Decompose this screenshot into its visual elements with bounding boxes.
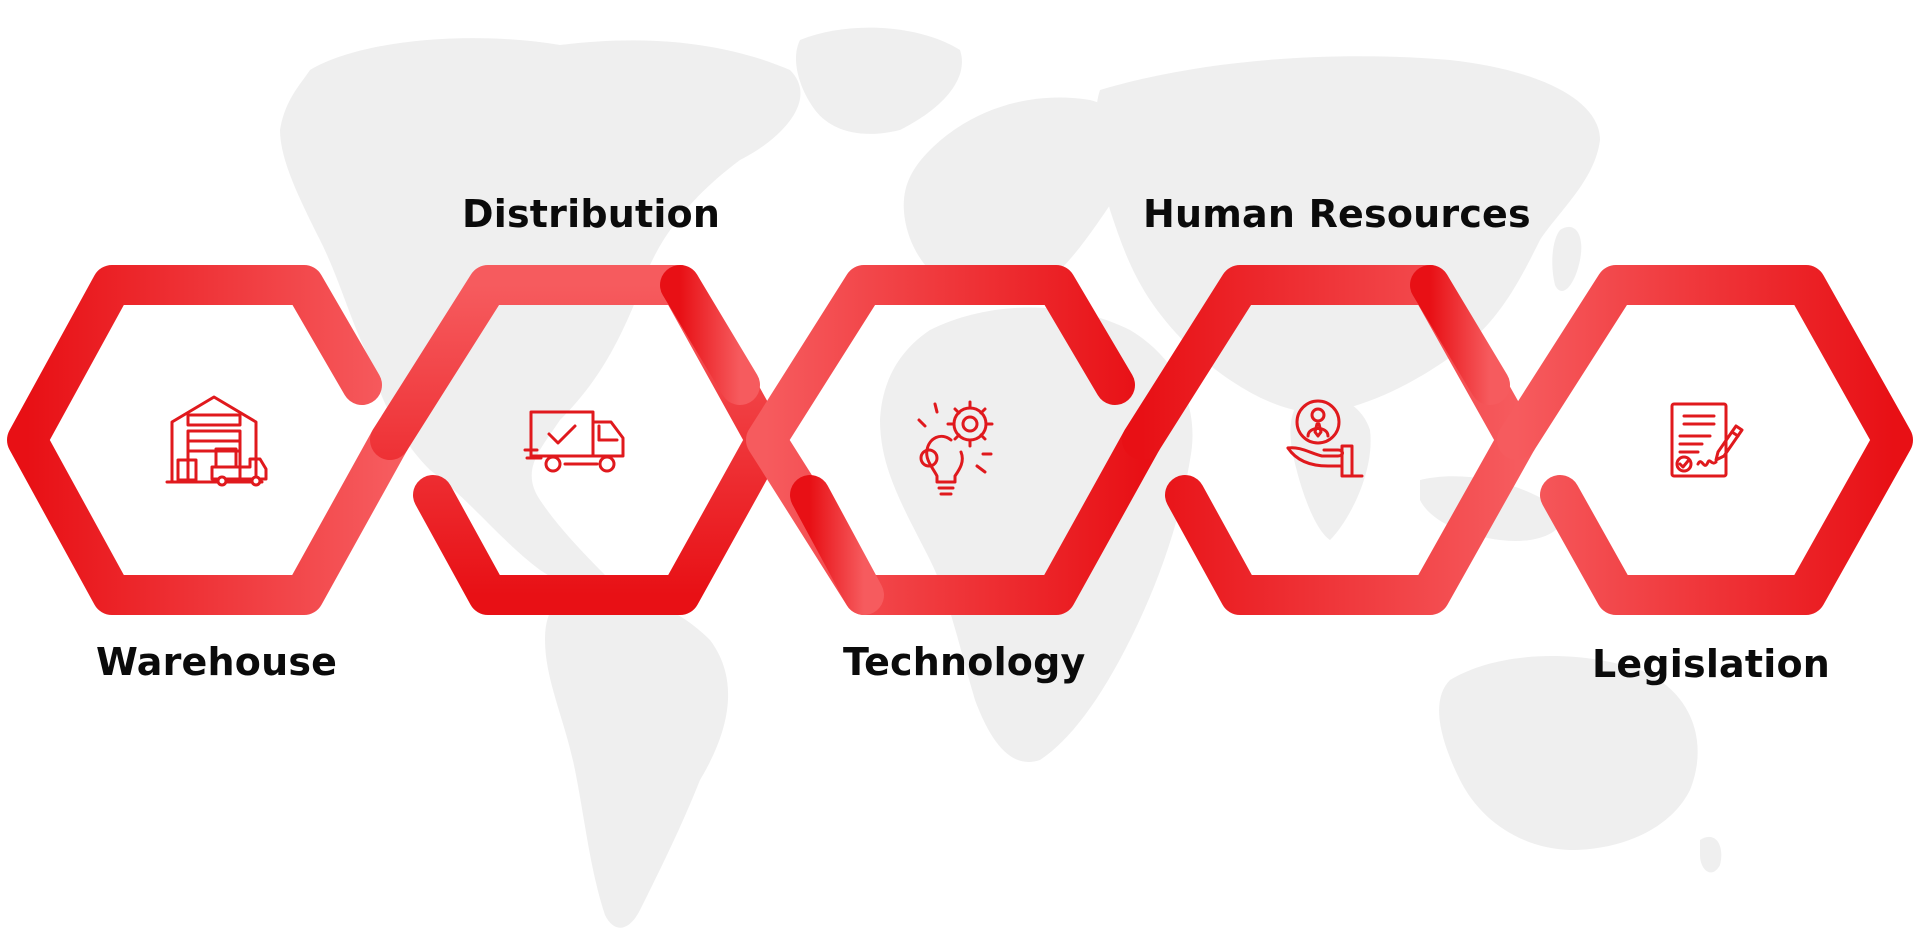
- hexagon-2-upper: [660, 265, 760, 405]
- step-label-legislation: Legislation: [1592, 642, 1831, 686]
- person-in-hand-icon: [1286, 399, 1364, 478]
- delivery-truck-icon: [523, 410, 625, 473]
- step-label-human-resources: Human Resources: [1143, 192, 1531, 236]
- gear-lightbulb-icon: [917, 400, 994, 496]
- hexagon-1: [7, 265, 410, 615]
- step-label-warehouse: Warehouse: [96, 640, 338, 684]
- hexagon-3-lower: [790, 475, 884, 615]
- step-label-technology: Technology: [843, 640, 1086, 684]
- hexagon-4-upper: [1410, 265, 1510, 405]
- signed-document-icon: [1670, 402, 1744, 478]
- hexagon-3: [746, 265, 1162, 615]
- step-label-distribution: Distribution: [462, 192, 721, 236]
- warehouse-icon: [165, 395, 268, 487]
- hexagon-5: [1497, 265, 1913, 615]
